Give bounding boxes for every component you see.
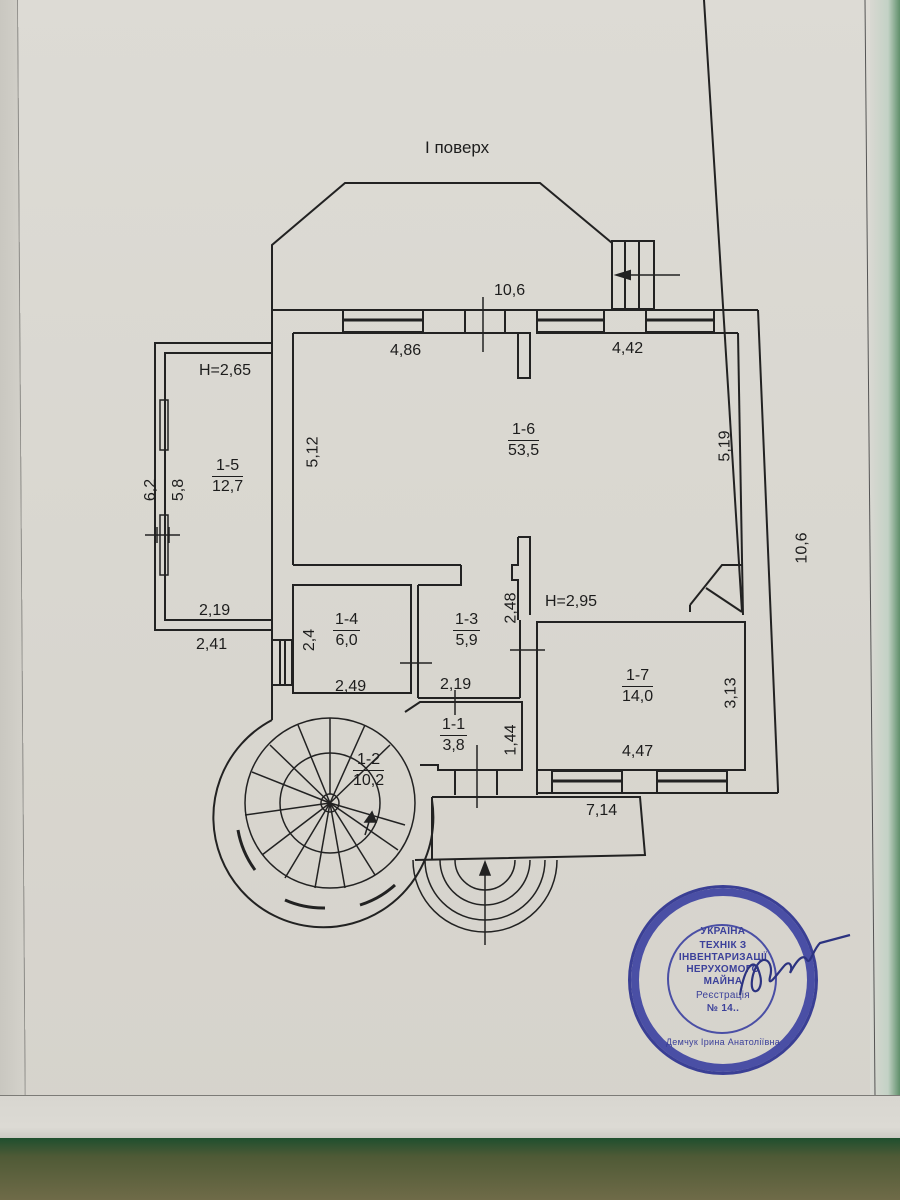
stamp-inner-ring (667, 924, 777, 1034)
dim-1-6-top-left: 4,86 (390, 342, 422, 359)
stamp-line-property: МАЙНА (703, 976, 743, 987)
room-1-3-label: 1-3 5,9 (453, 611, 481, 649)
paper-stack-edge (0, 1095, 900, 1141)
stamp-line-technician: ТЕХНІК З (699, 940, 747, 951)
official-stamp: УКРАЇНА ТЕХНІК З ІНВЕНТАРИЗАЦІЇ НЕРУХОМО… (628, 885, 818, 1075)
height-main: H=2,95 (545, 593, 598, 610)
room-1-2-label: 1-2 10,2 (353, 751, 385, 789)
dim-porch-width: 7,14 (586, 802, 618, 819)
dim-1-5-inner-width: 2,19 (199, 602, 231, 619)
room-1-4-label: 1-4 6,0 (333, 611, 361, 649)
dim-1-3-height: 2,48 (502, 592, 520, 624)
stamp-line-realty: НЕРУХОМОГО (686, 964, 760, 975)
room-1-5-label: 1-5 12,7 (212, 457, 244, 495)
dim-1-6-left: 5,12 (304, 436, 322, 468)
room-1-1-label: 1-1 3,8 (440, 716, 468, 754)
dim-1-5-outer-height: 6,2 (142, 478, 160, 502)
stamp-line-inventory: ІНВЕНТАРИЗАЦІЇ (678, 952, 768, 963)
dim-1-7-width: 4,47 (622, 743, 654, 760)
dim-right-overall: 10,6 (793, 532, 811, 564)
dim-1-5-inner-height: 5,8 (170, 478, 188, 502)
stamp-country: УКРАЇНА (700, 926, 746, 937)
room-1-7-label: 1-7 14,0 (622, 667, 654, 705)
signature (738, 933, 851, 996)
green-folder-edge (870, 0, 900, 1130)
dim-1-1-height: 1,44 (502, 724, 520, 756)
stamp-line-number: № 14.. (706, 1003, 740, 1014)
dim-top-overall: 10,6 (494, 282, 526, 299)
dim-1-3-width: 2,19 (440, 676, 472, 693)
dim-1-4-height: 2,4 (301, 628, 319, 652)
height-room-1-5: H=2,65 (199, 362, 252, 379)
dim-1-6-top-right: 4,42 (612, 340, 644, 357)
stamp-line-registration: Реєстрація (696, 990, 750, 1001)
stamp-holder-name: Демчук Ірина Анатоліївна (665, 1037, 781, 1047)
dim-1-6-right: 5,19 (716, 430, 734, 462)
dim-1-5-outer-width: 2,41 (196, 636, 228, 653)
room-1-6-label: 1-6 53,5 (508, 421, 540, 459)
floor-title: I поверх (425, 138, 490, 157)
table-surface (0, 1138, 900, 1200)
dim-1-7-height: 3,13 (722, 677, 740, 709)
dim-1-4-width: 2,49 (335, 678, 367, 695)
